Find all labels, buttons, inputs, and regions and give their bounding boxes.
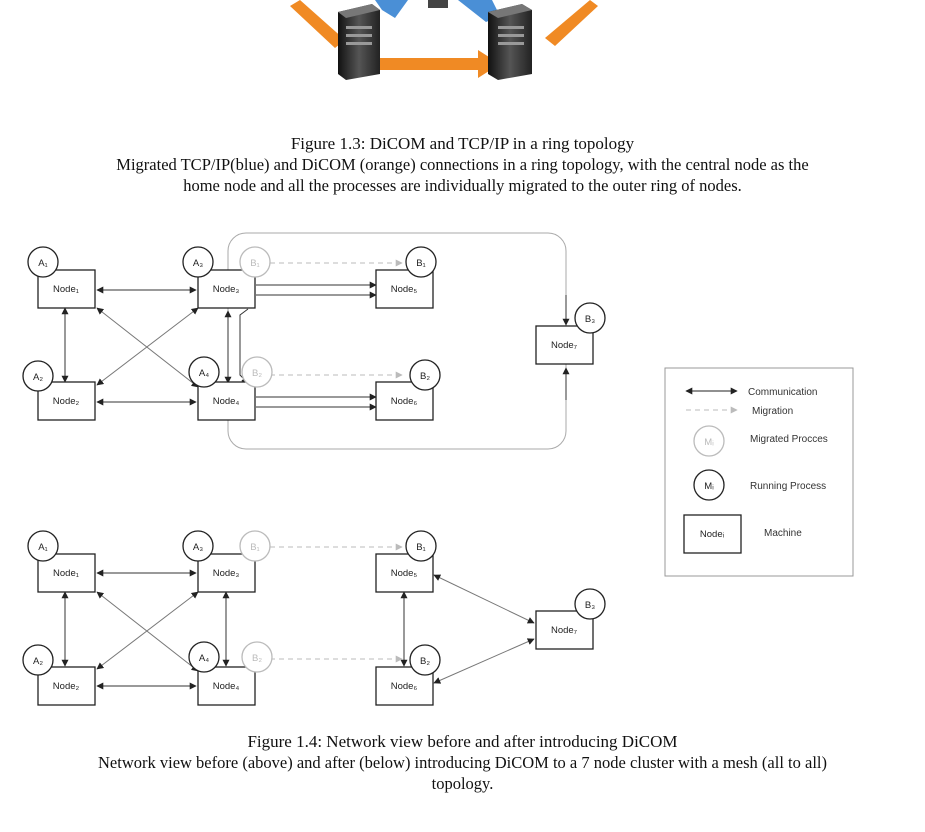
figure-1-4-title: Figure 1.4: Network view before and afte… (247, 732, 678, 751)
server-left-icon (338, 4, 380, 80)
process-a3: A₃ (193, 258, 203, 269)
process-a3-after: A₃ (193, 542, 203, 553)
process-a4-after: A₄ (199, 653, 209, 664)
figure-1-3-caption: Figure 1.3: DiCOM and TCP/IP in a ring t… (0, 133, 925, 196)
process-a1: A₁ (38, 258, 48, 269)
figure-1-4-caption: Figure 1.4: Network view before and afte… (0, 731, 925, 794)
legend-migrated-label: Migrated Procces (750, 434, 828, 445)
orange-connection-bottom (360, 50, 500, 78)
process-a1-after: A₁ (38, 542, 48, 553)
figure-1-4-description-line2: topology. (431, 774, 494, 793)
node5-label-after: Node₅ (391, 568, 418, 579)
server-right-icon (488, 4, 532, 80)
legend-machine-symbol (683, 514, 742, 554)
migrated-process-b2: B₂ (252, 368, 262, 379)
migrated-process-b1: B₁ (250, 258, 260, 269)
node6-label: Node₆ (391, 396, 418, 407)
figure-1-3-title: Figure 1.3: DiCOM and TCP/IP in a ring t… (290, 134, 635, 153)
process-b3-after: B₃ (585, 600, 595, 611)
process-b1-after: B₁ (416, 542, 426, 553)
process-b1: B₁ (416, 258, 426, 269)
figure-1-3-description-line1: Migrated TCP/IP(blue) and DiCOM (orange)… (116, 155, 809, 174)
blue-connection-left (375, 0, 408, 18)
edge2-n5-n7 (433, 574, 535, 624)
legend-communication-label: Communication (748, 387, 817, 398)
figure-1-3-description-line2: home node and all the processes are indi… (183, 176, 742, 195)
network-after: Node₁ Node₂ Node₃ Node₄ Node₅ Node₆ Node… (22, 530, 606, 706)
node4-label-after: Node₄ (213, 681, 240, 692)
node1-label: Node₁ (53, 284, 79, 295)
node7-label: Node₇ (551, 340, 577, 351)
process-b3: B₃ (585, 314, 595, 325)
process-a2-after: A₂ (33, 656, 43, 667)
legend-migrated-symbol (693, 425, 725, 457)
node2-label: Node₂ (53, 396, 80, 407)
legend-machine-label: Machine (764, 528, 802, 539)
legend-running-label: Running Process (750, 481, 826, 492)
orange-connection-right (545, 0, 598, 46)
network-before: Node₁ Node₂ Node₃ Node₄ Node₅ Node₆ Node… (22, 232, 606, 450)
legend: Communication Migration Mᵢ Migrated Proc… (664, 367, 854, 577)
figure-1-4-description-line1: Network view before (above) and after (b… (98, 753, 827, 772)
server-center-icon (428, 0, 448, 8)
legend-migrated-symbol-text: Mᵢ (704, 437, 714, 448)
figure-1-3-illustration (290, 0, 598, 80)
node7-label-after: Node₇ (551, 625, 577, 636)
edge2-n2-n3 (96, 591, 199, 670)
legend-running-symbol (693, 469, 725, 501)
edge-n2-n3 (96, 307, 199, 386)
legend-migration-label: Migration (752, 406, 793, 417)
process-a4: A₄ (199, 368, 209, 379)
process-b2-after: B₂ (420, 656, 430, 667)
node5-label: Node₅ (391, 284, 418, 295)
process-b2: B₂ (420, 371, 430, 382)
node6-label-after: Node₆ (391, 681, 418, 692)
orange-connection-left (290, 0, 345, 48)
node2-label-after: Node₂ (53, 681, 80, 692)
legend-running-symbol-text: Mᵢ (704, 481, 714, 492)
node4-label: Node₄ (213, 396, 240, 407)
legend-machine-symbol-text: Nodeᵢ (700, 529, 725, 540)
figure-1-4-diagram: Node₁ Node₂ Node₃ Node₄ Node₅ Node₆ Node… (22, 232, 854, 706)
process-a2: A₂ (33, 372, 43, 383)
edge2-n6-n7 (433, 638, 535, 684)
migrated-process-b1-after: B₁ (250, 542, 260, 553)
node3-label-after: Node₃ (213, 568, 240, 579)
migrated-process-b2-after: B₂ (252, 653, 262, 664)
node3-label: Node₃ (213, 284, 240, 295)
node1-label-after: Node₁ (53, 568, 79, 579)
